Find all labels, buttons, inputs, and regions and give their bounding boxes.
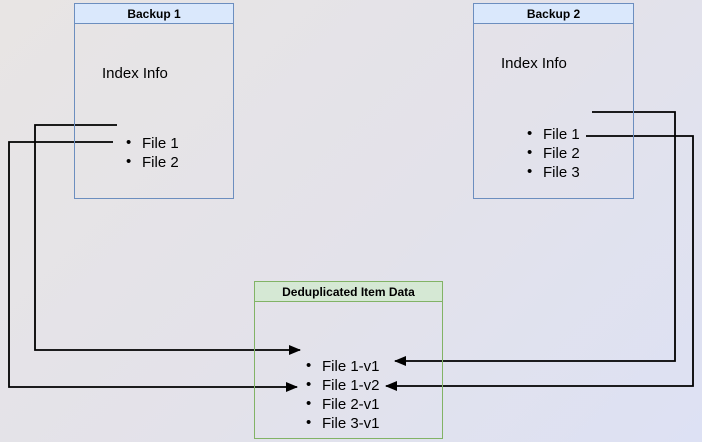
list-item: File 2 xyxy=(126,152,179,172)
list-item: File 3-v1 xyxy=(306,413,380,433)
list-item: File 1-v1 xyxy=(306,356,380,376)
backup1-title: Backup 1 xyxy=(75,4,233,24)
dedup-item-list: File 1-v1 File 1-v2 File 2-v1 File 3-v1 xyxy=(306,356,380,433)
backup2-box: Backup 2 Index Info File 1 File 2 File 3 xyxy=(473,3,634,199)
list-item: File 1-v2 xyxy=(306,375,380,395)
list-item: File 2 xyxy=(527,143,580,163)
backup1-index-info-label: Index Info xyxy=(102,65,168,82)
backup2-index-info-label: Index Info xyxy=(501,55,567,72)
backup1-box: Backup 1 Index Info File 1 File 2 xyxy=(74,3,234,199)
backup2-title: Backup 2 xyxy=(474,4,633,24)
dedup-title: Deduplicated Item Data xyxy=(255,282,442,302)
list-item: File 1 xyxy=(126,133,179,153)
backup1-file-list: File 1 File 2 xyxy=(126,133,179,172)
dedup-box: Deduplicated Item Data File 1-v1 File 1-… xyxy=(254,281,443,439)
backup2-file-list: File 1 File 2 File 3 xyxy=(527,124,580,182)
list-item: File 1 xyxy=(527,124,580,144)
list-item: File 3 xyxy=(527,162,580,182)
backup2-body: Index Info File 1 File 2 File 3 xyxy=(474,24,633,198)
backup1-body: Index Info File 1 File 2 xyxy=(75,24,233,198)
dedup-body: File 1-v1 File 1-v2 File 2-v1 File 3-v1 xyxy=(255,302,442,438)
list-item: File 2-v1 xyxy=(306,394,380,414)
